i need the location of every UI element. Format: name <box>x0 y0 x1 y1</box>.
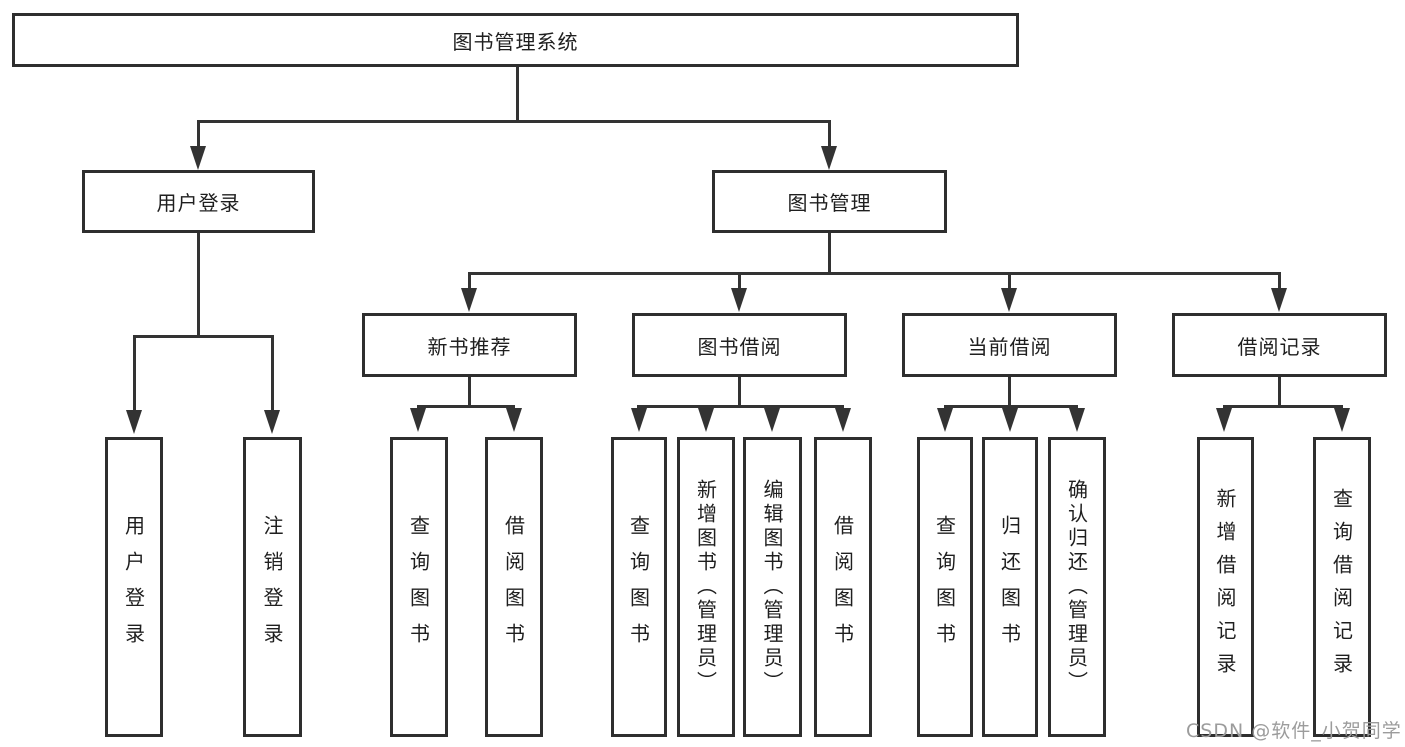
connector-stem <box>1278 377 1281 407</box>
leaf-box-edit-books-admin: 编辑图书（管理员） <box>743 437 802 737</box>
arrow-down-icon <box>731 288 747 312</box>
arrow-down-icon <box>190 146 206 170</box>
section-box-borrow-records: 借阅记录 <box>1172 313 1387 377</box>
leaf-box-return-books: 归还图书 <box>982 437 1038 737</box>
leaf-box-add-books-admin: 新增图书（管理员） <box>677 437 735 737</box>
leaf-box-confirm-return-admin: 确认归还（管理员） <box>1048 437 1106 737</box>
connector-stem <box>271 335 274 413</box>
arrow-down-icon <box>410 408 426 432</box>
connector-rail <box>1223 405 1343 408</box>
connector-level2-rail <box>197 120 830 123</box>
section-box-book-borrow: 图书借阅 <box>632 313 847 377</box>
leaf-box-borrow-books: 借阅图书 <box>814 437 872 737</box>
leaf-box-query-books: 查询图书 <box>611 437 667 737</box>
connector-stem <box>1008 272 1011 292</box>
connector-stem <box>738 272 741 292</box>
section-box-new-book-recommend: 新书推荐 <box>362 313 577 377</box>
arrow-down-icon <box>1069 408 1085 432</box>
leaf-box-query-books: 查询图书 <box>917 437 973 737</box>
leaf-box-borrow-books: 借阅图书 <box>485 437 543 737</box>
arrow-down-icon <box>1271 288 1287 312</box>
leaf-box-logout: 注销登录 <box>243 437 302 737</box>
connector-rail <box>944 405 1078 408</box>
arrow-down-icon <box>764 408 780 432</box>
arrow-down-icon <box>1334 408 1350 432</box>
leaf-box-user-login: 用户登录 <box>105 437 163 737</box>
arrow-down-icon <box>1216 408 1232 432</box>
connector-rail <box>637 405 844 408</box>
connector-book-mgmt-stem <box>828 120 831 152</box>
arrow-down-icon <box>821 146 837 170</box>
connector-user-login-stem <box>197 120 200 152</box>
connector-stem <box>738 377 741 407</box>
leaf-box-query-borrow-record: 查询借阅记录 <box>1313 437 1371 737</box>
connector-book-mgmt-down <box>828 233 831 272</box>
arrow-down-icon <box>835 408 851 432</box>
arrow-down-icon <box>461 288 477 312</box>
arrow-down-icon <box>1001 288 1017 312</box>
connector-stem <box>1008 377 1011 407</box>
arrow-down-icon <box>264 410 280 434</box>
connector-level3-rail <box>469 272 1281 275</box>
branch-box-book-management: 图书管理 <box>712 170 947 233</box>
arrow-down-icon <box>698 408 714 432</box>
connector-root-stem <box>516 67 519 120</box>
arrow-down-icon <box>506 408 522 432</box>
connector-rail <box>417 405 515 408</box>
section-box-current-borrow: 当前借阅 <box>902 313 1117 377</box>
connector-stem <box>468 377 471 407</box>
connector-user-login-rail <box>133 335 273 338</box>
connector-stem <box>1278 272 1281 292</box>
connector-stem <box>133 335 136 413</box>
connector-user-login-down <box>197 233 200 335</box>
branch-box-user-login: 用户登录 <box>82 170 315 233</box>
arrow-down-icon <box>126 410 142 434</box>
connector-stem <box>468 272 471 292</box>
root-box-library-system: 图书管理系统 <box>12 13 1019 67</box>
leaf-box-add-borrow-record: 新增借阅记录 <box>1197 437 1254 737</box>
leaf-box-query-books: 查询图书 <box>390 437 448 737</box>
arrow-down-icon <box>937 408 953 432</box>
arrow-down-icon <box>631 408 647 432</box>
csdn-watermark: CSDN @软件_小贺同学 <box>1186 720 1402 742</box>
arrow-down-icon <box>1002 408 1018 432</box>
